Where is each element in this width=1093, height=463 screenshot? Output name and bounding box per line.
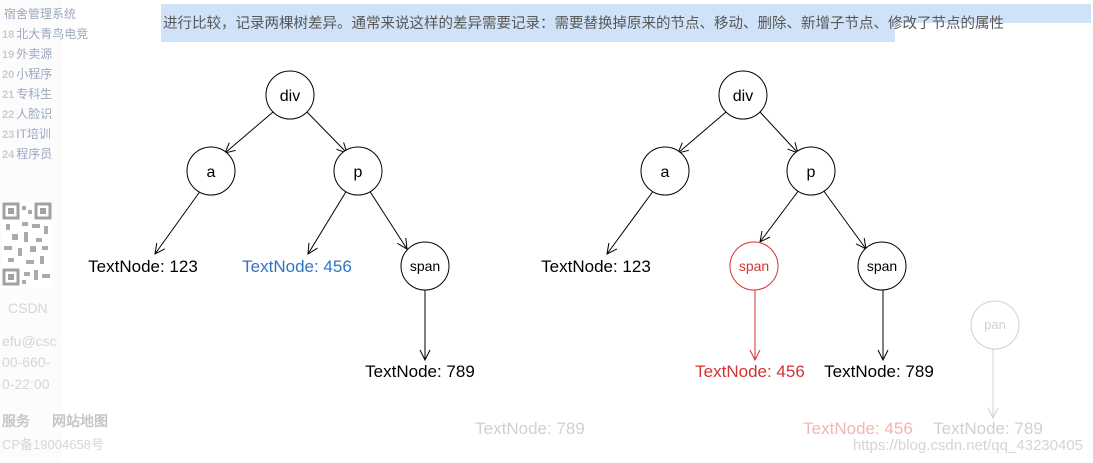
a-node-label: a: [661, 164, 670, 181]
sidebar-item-num: 18: [2, 29, 15, 41]
span-node-label: span: [867, 258, 897, 274]
sidebar-item-label: 宿舍管理系统: [4, 7, 77, 21]
sidebar-phone: 00-660-: [2, 354, 51, 370]
sidebar-item-label: 外卖源: [16, 47, 53, 61]
p-node-label: p: [807, 164, 816, 181]
div-node: [718, 70, 768, 120]
div-node-label: div: [733, 88, 753, 105]
div-node: [265, 70, 315, 120]
textnode-456-changed: TextNode: 456: [695, 362, 805, 381]
edge-p-span: [368, 189, 407, 249]
sidebar-email[interactable]: efu@csc: [2, 333, 57, 349]
sidebar-item-num: 22: [2, 109, 15, 121]
sidebar-item-num: 21: [2, 89, 15, 101]
textnode-123: TextNode: 123: [541, 257, 651, 276]
textnode-456-highlighted: TextNode: 456: [242, 257, 352, 276]
qr-code-icon: [2, 202, 52, 288]
span-node: [857, 241, 907, 291]
sidebar-footer-map[interactable]: 网站地图: [52, 413, 108, 429]
textnode-789: TextNode: 789: [365, 362, 475, 381]
text-selection-highlight: [161, 4, 1091, 23]
ghost-span-node: [970, 300, 1020, 350]
edge-a-text: [607, 189, 655, 254]
ghost-span-label: pan: [984, 317, 1006, 332]
sidebar-item-num: 23: [2, 129, 15, 141]
sidebar-item-label: 小程序: [16, 67, 53, 81]
ghost-elements: pan TextNode: 789 TextNode: 456 TextNode…: [475, 300, 1043, 438]
left-tree: div a p span TextNode: 123 TextNode: 456…: [88, 70, 475, 381]
p-node-label: p: [354, 164, 363, 181]
sidebar-item-label: IT培训: [16, 127, 51, 141]
sidebar-csdn-label: CSDN: [8, 300, 48, 316]
p-node: [333, 146, 383, 196]
article-paragraph: 进行比较，记录两棵树差异。通常来说这样的差异需要记录：需要替换掉原来的节点、移动…: [163, 12, 1093, 33]
sidebar-item-num: 24: [2, 149, 15, 161]
edge-p-newspan: [760, 189, 800, 242]
edge-div-p: [306, 111, 347, 153]
ghost-textnode-789-right: TextNode: 789: [933, 419, 1043, 438]
right-tree: div a p span span TextNode: 123 TextNode…: [541, 70, 934, 381]
edge-p-text: [308, 189, 348, 254]
sidebar-item-label: 人脸识: [16, 107, 53, 121]
a-node-label: a: [207, 164, 216, 181]
sidebar-item-label: 专科生: [16, 87, 53, 101]
ghost-textnode-789: TextNode: 789: [475, 419, 585, 438]
sidebar-item-num: 20: [2, 69, 15, 81]
image-watermark: https://blog.csdn.net/qq_43230405: [852, 437, 1083, 454]
new-span-node-label: span: [739, 258, 769, 274]
div-node-label: div: [280, 88, 300, 105]
edge-a-text: [155, 189, 202, 254]
edge-div-a: [678, 111, 727, 153]
textnode-789: TextNode: 789: [824, 362, 934, 381]
edge-p-span: [822, 189, 866, 249]
sidebar-hours: 0-22:00: [2, 376, 50, 392]
edge-div-a: [225, 111, 274, 153]
a-node: [640, 146, 690, 196]
text-selection-highlight: [161, 23, 895, 42]
sidebar-item-1[interactable]: 宿舍管理系统: [2, 5, 76, 22]
sidebar-item-label: 程序员: [16, 147, 53, 161]
p-node: [786, 146, 836, 196]
span-node: [400, 241, 450, 291]
sidebar-item-label: 北大青鸟电竞: [16, 27, 89, 41]
sidebar-icp[interactable]: CP备19004658号: [2, 437, 104, 452]
ghost-textnode-456: TextNode: 456: [803, 419, 913, 438]
sidebar-item-num: 19: [2, 49, 15, 61]
new-span-node: [729, 241, 779, 291]
span-node-label: span: [410, 258, 440, 274]
a-node: [186, 146, 236, 196]
sidebar-footer-service[interactable]: 服务: [2, 413, 30, 429]
paragraph-line: 进行比较，记录两棵树差异。通常来说这样的差异需要记录：需要替换掉原来的节点、移动…: [163, 16, 1004, 32]
edge-div-p: [759, 111, 798, 153]
textnode-123: TextNode: 123: [88, 257, 198, 276]
